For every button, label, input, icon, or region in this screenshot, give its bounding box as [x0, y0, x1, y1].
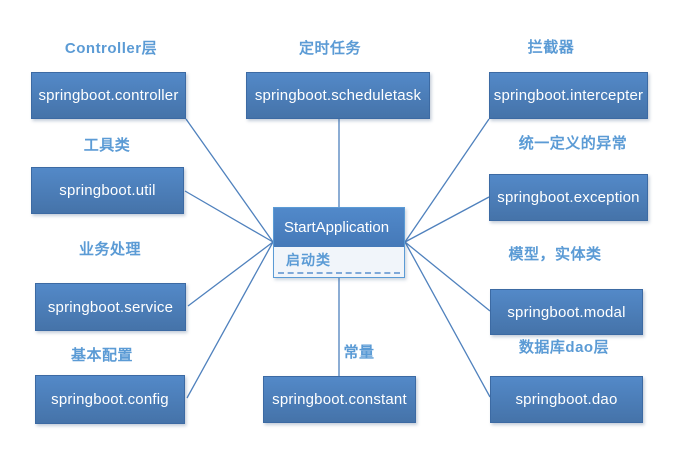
- connector-dao: [404, 241, 491, 398]
- package-box-modal: springboot.modal: [490, 289, 643, 335]
- package-box-scheduletask: springboot.scheduletask: [246, 72, 430, 119]
- package-box-exception: springboot.exception: [489, 174, 648, 221]
- package-box-dao: springboot.dao: [490, 376, 643, 423]
- connector-util: [184, 190, 274, 243]
- start-application-node: StartApplication 启动类: [273, 207, 405, 278]
- package-box-intercepter: springboot.intercepter: [489, 72, 648, 119]
- dashed-divider: [278, 272, 400, 274]
- connector-controller: [185, 118, 274, 243]
- connector-service: [187, 241, 274, 307]
- start-application-title: StartApplication: [274, 208, 404, 247]
- label-util: 工具类: [83, 137, 131, 154]
- label-intercepter: 拦截器: [527, 39, 575, 56]
- connector-config: [186, 241, 274, 399]
- label-config: 基本配置: [70, 347, 133, 364]
- label-modal: 模型，实体类: [508, 246, 602, 263]
- label-controller: Controller层: [64, 40, 158, 57]
- connector-modal: [404, 241, 491, 312]
- label-exception: 统一定义的异常: [518, 135, 628, 152]
- package-box-service: springboot.service: [35, 283, 186, 331]
- label-service: 业务处理: [78, 241, 141, 258]
- connector-intercepter: [404, 118, 490, 243]
- start-application-subtitle: 启动类: [286, 252, 331, 268]
- connector-exception: [404, 196, 490, 243]
- package-box-util: springboot.util: [31, 167, 184, 214]
- package-box-config: springboot.config: [35, 375, 185, 424]
- label-scheduletask: 定时任务: [298, 40, 361, 57]
- label-constant: 常量: [343, 344, 375, 361]
- package-box-controller: springboot.controller: [31, 72, 186, 119]
- label-dao: 数据库dao层: [518, 339, 610, 356]
- package-box-constant: springboot.constant: [263, 376, 416, 423]
- start-application-body: 启动类: [274, 247, 404, 277]
